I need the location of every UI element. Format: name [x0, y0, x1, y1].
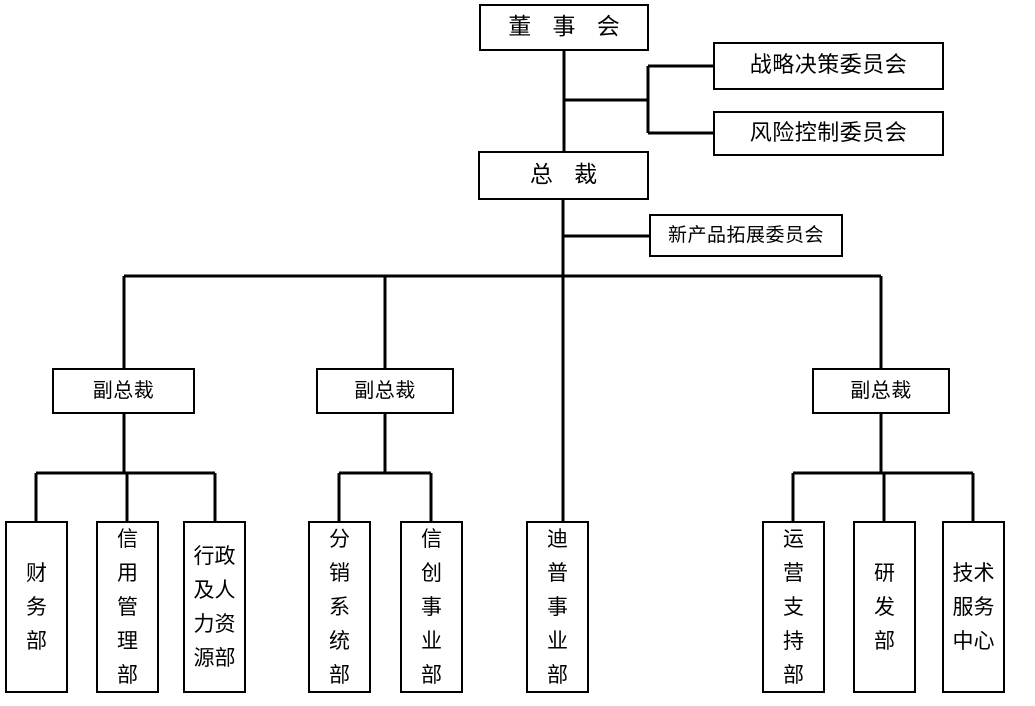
- node-vice-president-left[interactable]: 副总裁: [52, 368, 195, 414]
- node-department-admin_hr-label: 行政 及人 力资 源部: [193, 543, 236, 671]
- node-vice-president-right-label: 副总裁: [850, 378, 912, 403]
- node-department-operations-label: 运 营 支 持 部: [783, 526, 804, 688]
- node-strategy-decision-committee-label: 战略决策委员会: [749, 53, 908, 79]
- node-department-rnd[interactable]: 研 发 部: [853, 521, 916, 693]
- node-strategy-decision-committee[interactable]: 战略决策委员会: [713, 42, 944, 90]
- node-department-tech_service-label: 技术 服务 中心: [952, 560, 995, 653]
- node-new-product-development-committee-label: 新产品拓展委员会: [667, 224, 824, 247]
- node-department-xinchuang[interactable]: 信 创 事 业 部: [400, 521, 463, 693]
- node-department-finance-label: 财 务 部: [26, 560, 47, 653]
- node-department-dptech[interactable]: 迪 普 事 业 部: [526, 521, 589, 693]
- node-department-credit[interactable]: 信 用 管 理 部: [96, 521, 159, 693]
- node-department-tech_service[interactable]: 技术 服务 中心: [942, 521, 1005, 693]
- node-department-dptech-label: 迪 普 事 业 部: [547, 526, 568, 688]
- node-department-operations[interactable]: 运 营 支 持 部: [762, 521, 825, 693]
- node-department-distribution[interactable]: 分 销 系 统 部: [308, 521, 371, 693]
- node-risk-control-committee-label: 风险控制委员会: [749, 120, 908, 146]
- node-department-finance[interactable]: 财 务 部: [5, 521, 68, 693]
- node-new-product-development-committee[interactable]: 新产品拓展委员会: [649, 214, 843, 257]
- node-department-credit-label: 信 用 管 理 部: [117, 526, 138, 688]
- node-president[interactable]: 总 裁: [478, 151, 649, 200]
- node-board-of-directors-label: 董 事 会: [508, 13, 627, 40]
- node-risk-control-committee[interactable]: 风险控制委员会: [713, 111, 944, 156]
- node-board-of-directors[interactable]: 董 事 会: [479, 4, 649, 51]
- node-department-admin_hr[interactable]: 行政 及人 力资 源部: [183, 521, 246, 693]
- node-president-label: 总 裁: [529, 161, 605, 188]
- node-vice-president-left-label: 副总裁: [92, 378, 155, 403]
- node-department-rnd-label: 研 发 部: [874, 560, 895, 653]
- node-vice-president-right[interactable]: 副总裁: [812, 368, 950, 414]
- node-department-xinchuang-label: 信 创 事 业 部: [421, 526, 442, 688]
- node-vice-president-mid-label: 副总裁: [354, 378, 416, 403]
- node-department-distribution-label: 分 销 系 统 部: [329, 526, 350, 688]
- node-vice-president-mid[interactable]: 副总裁: [316, 368, 454, 414]
